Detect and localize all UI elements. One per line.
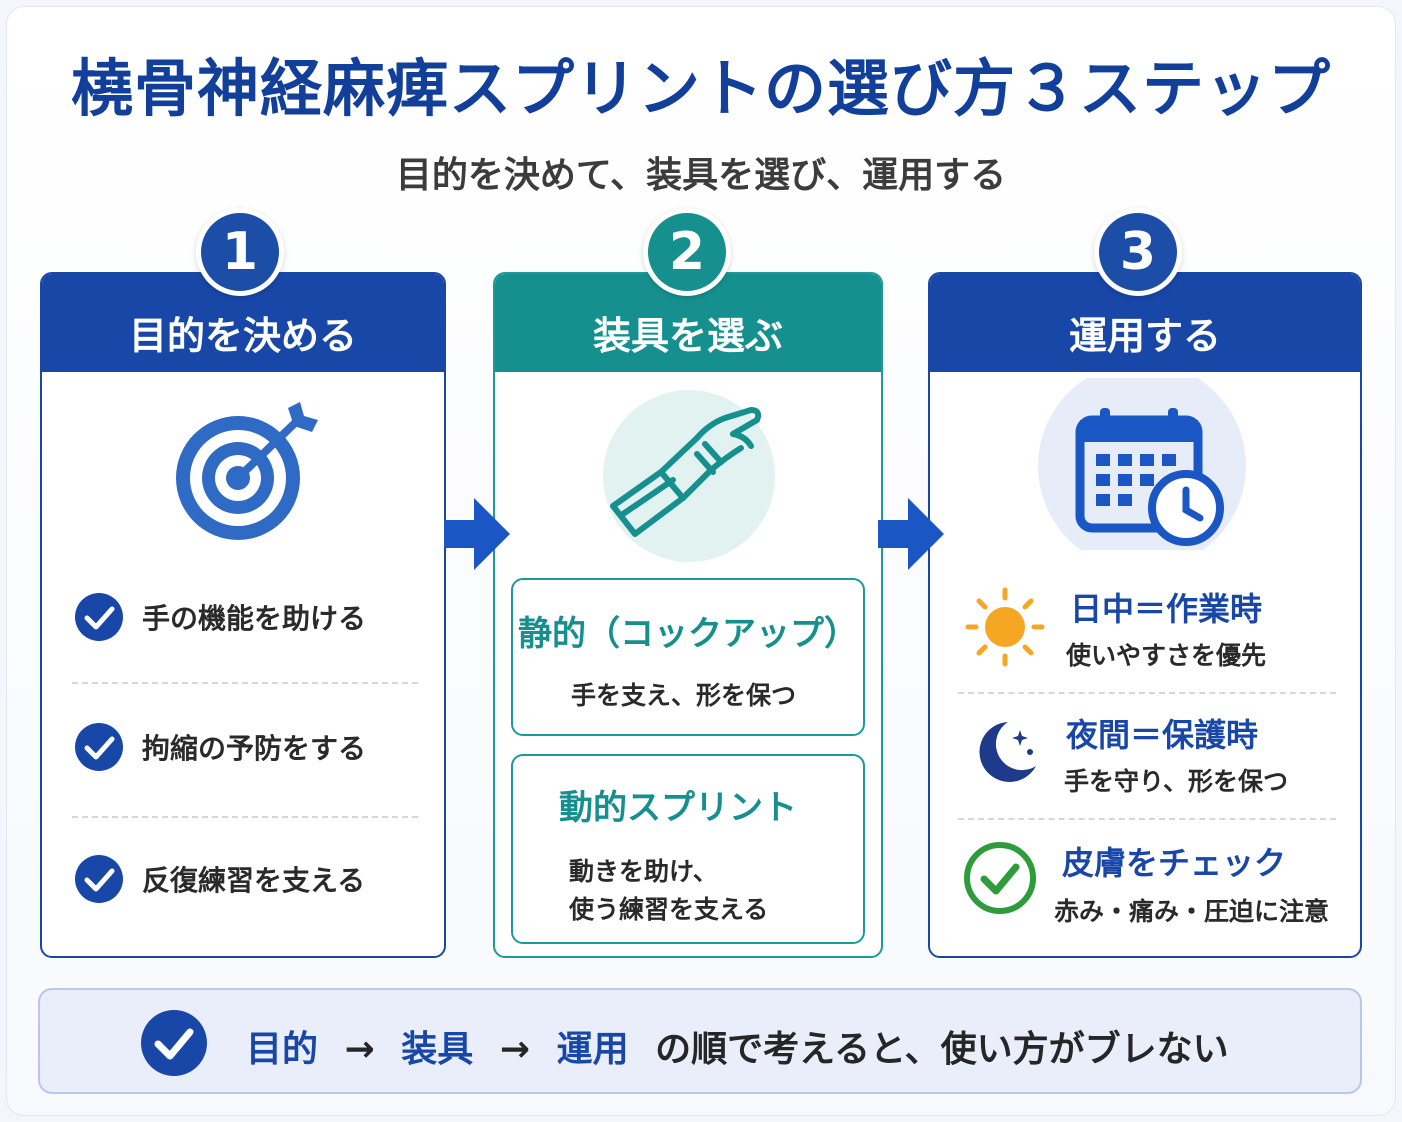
purpose-item-label: 反復練習を支える — [142, 864, 366, 897]
arrow-right-icon — [878, 498, 944, 570]
purpose-item: 拘縮の予防をする — [74, 722, 366, 772]
step-1-number: 1 — [196, 208, 284, 296]
step-2-number: 2 — [643, 208, 731, 296]
dynamic-splint-option: 動的スプリント 動きを助け、 使う練習を支える — [511, 754, 865, 944]
purpose-item: 反復練習を支える — [74, 854, 365, 904]
daytime-title: 日中＝作業時 — [1070, 590, 1263, 628]
daytime-desc: 使いやすさを優先 — [1066, 641, 1267, 670]
divider — [72, 816, 418, 818]
sun-icon — [965, 587, 1045, 667]
static-splint-title: 静的（コックアップ） — [518, 614, 858, 654]
page-subtitle: 目的を決めて、装具を選び、運用する — [395, 155, 1007, 196]
moon-icon — [979, 722, 1036, 782]
static-splint-desc: 手を支え、形を保つ — [571, 681, 797, 710]
page-title: 橈骨神経麻痺スプリントの選び方３ステップ — [70, 52, 1331, 125]
summary-text: 目的 → 装具 → 運用 の順で考えると、使い方がブレない — [246, 1020, 1229, 1072]
nighttime-desc: 手を守り、形を保つ — [1064, 767, 1289, 796]
summary-word-device: 装具 — [401, 1029, 474, 1070]
summary-word-operation: 運用 — [556, 1029, 629, 1070]
nighttime-title: 夜間＝保護時 — [1066, 716, 1259, 754]
step-1-card: 目的を決める 手の機能を助ける 拘縮の予防をする 反復練習を支える — [40, 272, 446, 958]
dynamic-splint-desc-line2: 使う練習を支える — [569, 895, 769, 924]
dynamic-splint-desc-line1: 動きを助け、 — [569, 857, 718, 886]
check-circle-icon — [964, 842, 1036, 914]
check-circle-icon — [75, 855, 123, 903]
skin-check-title: 皮膚をチェック — [1062, 844, 1287, 882]
calendar-clock-icon — [1038, 378, 1246, 550]
check-circle-icon — [75, 593, 123, 641]
skin-check-desc: 赤み・痛み・圧迫に注意 — [1054, 897, 1330, 926]
summary-rest: の順で考えると、使い方がブレない — [655, 1029, 1229, 1070]
step-2-card: 装具を選ぶ 静的（コックアップ） 手を支え、形を保つ 動的スプリント 動きを助け… — [493, 272, 883, 958]
divider — [72, 682, 418, 684]
arrow-icon: → — [344, 1029, 375, 1070]
divider — [958, 818, 1336, 820]
step-2-title: 装具を選ぶ — [495, 274, 881, 372]
check-circle-icon — [141, 1010, 207, 1076]
target-icon — [176, 402, 318, 540]
step-3-card: 運用する 日中＝作業時 使いやすさを優先 — [928, 272, 1362, 958]
summary-banner: 目的 → 装具 → 運用 の順で考えると、使い方がブレない — [38, 988, 1362, 1094]
arrow-icon: → — [499, 1029, 531, 1070]
summary-word-purpose: 目的 — [246, 1029, 319, 1070]
purpose-item: 手の機能を助ける — [74, 592, 366, 642]
check-circle-icon — [75, 723, 123, 771]
purpose-item-label: 手の機能を助ける — [142, 602, 367, 635]
static-splint-option: 静的（コックアップ） 手を支え、形を保つ — [511, 578, 865, 736]
wrist-splint-icon — [603, 390, 775, 562]
dynamic-splint-title: 動的スプリント — [559, 788, 797, 828]
purpose-item-label: 拘縮の予防をする — [142, 732, 367, 765]
arrow-right-icon — [444, 498, 510, 570]
step-3-number: 3 — [1094, 208, 1182, 296]
divider — [958, 692, 1336, 694]
